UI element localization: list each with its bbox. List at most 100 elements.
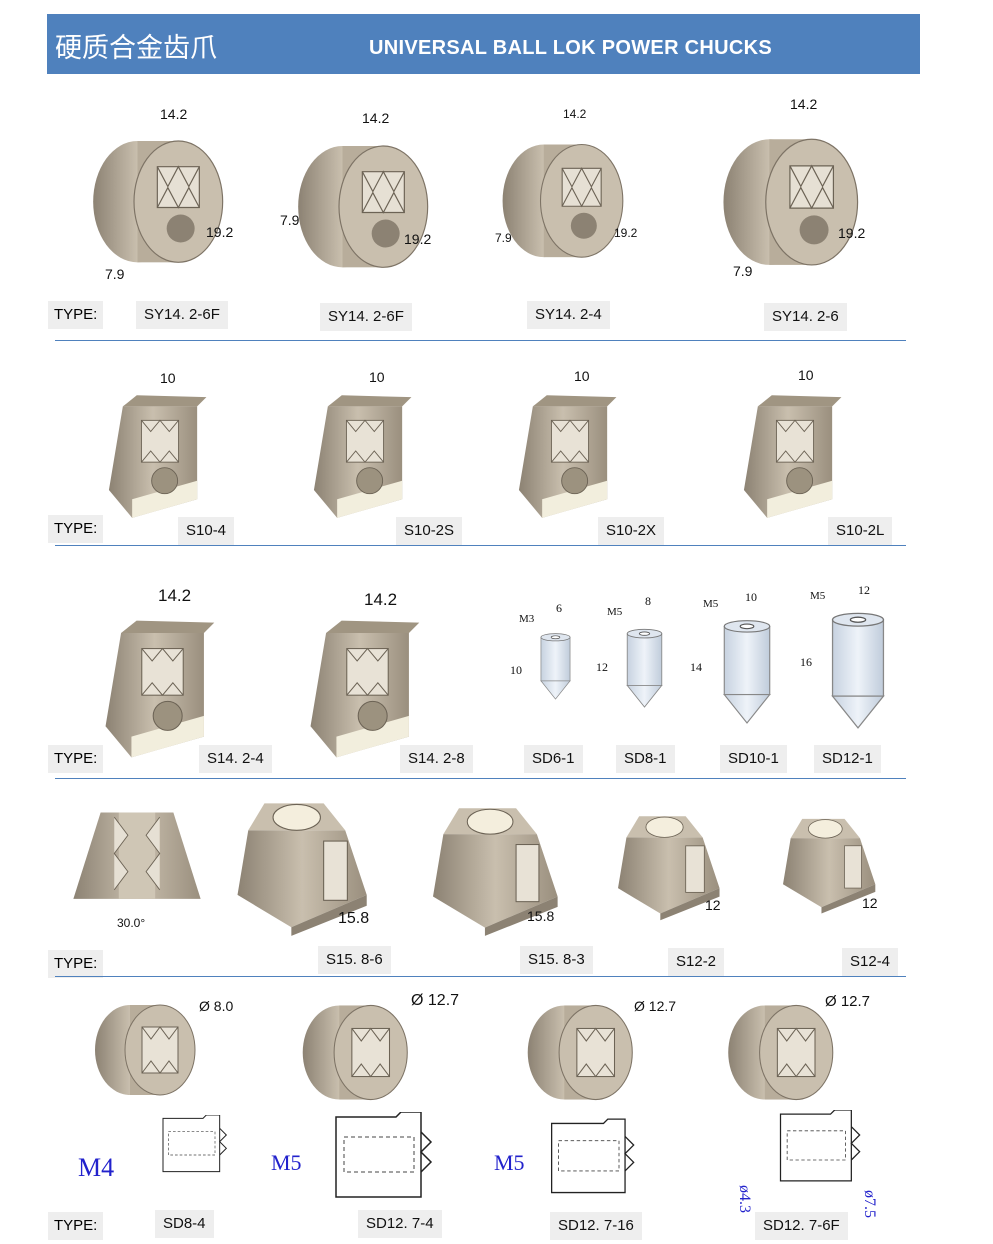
dim: 15.8	[527, 908, 555, 924]
dim: 14.2	[563, 107, 587, 121]
side-view-drawing	[148, 1115, 238, 1175]
model-label: SD12. 7-16	[550, 1212, 642, 1240]
model-label: S15. 8-6	[318, 946, 391, 974]
model-label: SD8-4	[155, 1210, 214, 1238]
dim: 14.2	[364, 590, 398, 609]
divider	[55, 976, 906, 977]
divider	[55, 340, 906, 341]
type-label: TYPE:	[48, 301, 104, 329]
jaw-image	[495, 115, 625, 265]
model-label: SD12. 7-4	[358, 1210, 442, 1238]
divider	[55, 778, 906, 779]
model-label: SD12-1	[814, 745, 881, 773]
model-label: SY14. 2-6F	[136, 301, 228, 329]
thread-dim: M5	[494, 1150, 525, 1175]
dim: ø7.5	[861, 1190, 878, 1218]
dim: 10	[574, 368, 590, 384]
dim: Ø 12.7	[411, 992, 460, 1009]
dim: 8	[645, 594, 651, 608]
title-en: UNIVERSAL BALL LOK POWER CHUCKS	[369, 37, 773, 59]
cone-tip-image	[818, 607, 898, 747]
cone-tip-image	[533, 630, 578, 710]
model-label: SY14. 2-6F	[320, 303, 412, 331]
cone-tip-image	[712, 615, 782, 740]
dim: M3	[519, 613, 535, 625]
dim: 12	[858, 583, 870, 597]
dim: M5	[810, 590, 826, 602]
model-label: S15. 8-3	[520, 946, 593, 974]
dim: 14.2	[790, 96, 818, 112]
side-view-drawing	[543, 1118, 638, 1198]
cylinder-jaw-image	[295, 995, 415, 1110]
jaw-image	[715, 105, 860, 275]
jaw-image	[505, 385, 635, 530]
dim: 16	[800, 655, 812, 669]
dim: 30.0°	[117, 916, 146, 930]
thread-dim: M4	[78, 1153, 115, 1182]
dim: 10	[798, 367, 814, 383]
title-cn: 硬质合金齿爪	[55, 33, 217, 64]
dim: 14.2	[362, 110, 390, 126]
jaw-image	[418, 803, 583, 938]
dim: 14.2	[158, 586, 192, 605]
type-label: TYPE:	[48, 745, 104, 773]
type-label: TYPE:	[48, 1212, 104, 1240]
model-label: SD6-1	[524, 745, 583, 773]
dim: M5	[703, 598, 719, 610]
header-banner: 硬质合金齿爪 UNIVERSAL BALL LOK POWER CHUCKS	[47, 14, 920, 74]
dim: 10	[745, 590, 757, 604]
dim: Ø 12.7	[825, 993, 871, 1010]
dim: 19.2	[838, 225, 866, 241]
jaw-image	[300, 385, 430, 530]
dim: 14	[690, 660, 702, 674]
model-label: SY14. 2-6	[764, 303, 847, 331]
type-label: TYPE:	[48, 950, 104, 978]
cylinder-jaw-image	[520, 995, 640, 1110]
model-label: SY14. 2-4	[527, 301, 610, 329]
jaw-image	[730, 385, 860, 530]
dim: Ø 12.7	[634, 998, 677, 1014]
side-view-drawing	[768, 1110, 868, 1185]
jaw-image	[598, 812, 748, 922]
type-label: TYPE:	[48, 515, 104, 543]
divider	[55, 545, 906, 546]
model-label: S12-4	[842, 948, 899, 976]
dim: 15.8	[338, 910, 370, 927]
side-view-drawing	[326, 1112, 436, 1202]
dim: 7.9	[280, 212, 300, 228]
thread-dim: M5	[271, 1150, 302, 1175]
model-label: S12-2	[668, 948, 725, 976]
dim: 14.2	[160, 106, 188, 122]
jaw-image	[95, 385, 225, 530]
cylinder-jaw-image	[90, 995, 200, 1105]
dovetail-image	[62, 808, 212, 908]
model-label: S14. 2-4	[199, 745, 272, 773]
cone-tip-image	[617, 625, 672, 720]
dim: 19.2	[206, 224, 234, 240]
dim: 10	[369, 369, 385, 385]
dim: Ø 8.0	[199, 998, 234, 1014]
cylinder-jaw-image	[723, 995, 838, 1110]
dim: 6	[556, 601, 562, 615]
model-label: SD10-1	[720, 745, 787, 773]
dim: 12	[705, 897, 721, 913]
dim: 7.9	[495, 231, 512, 245]
model-label: S10-4	[178, 517, 235, 545]
jaw-image	[85, 110, 225, 270]
model-label: S10-2S	[396, 517, 463, 545]
model-label: SD8-1	[616, 745, 675, 773]
dim: M5	[607, 606, 623, 618]
model-label: S10-2X	[598, 517, 665, 545]
dim: ø4.3	[736, 1185, 753, 1213]
dim: 19.2	[404, 231, 432, 247]
dim: 19.2	[614, 226, 638, 240]
jaw-image	[290, 115, 430, 275]
dim: 7.9	[733, 263, 753, 279]
dim: 12	[862, 895, 878, 911]
dim: 10	[510, 663, 522, 677]
dim: 12	[596, 660, 608, 674]
model-label: S10-2L	[828, 517, 893, 545]
dim: 7.9	[105, 266, 125, 282]
model-label: S14. 2-8	[400, 745, 473, 773]
